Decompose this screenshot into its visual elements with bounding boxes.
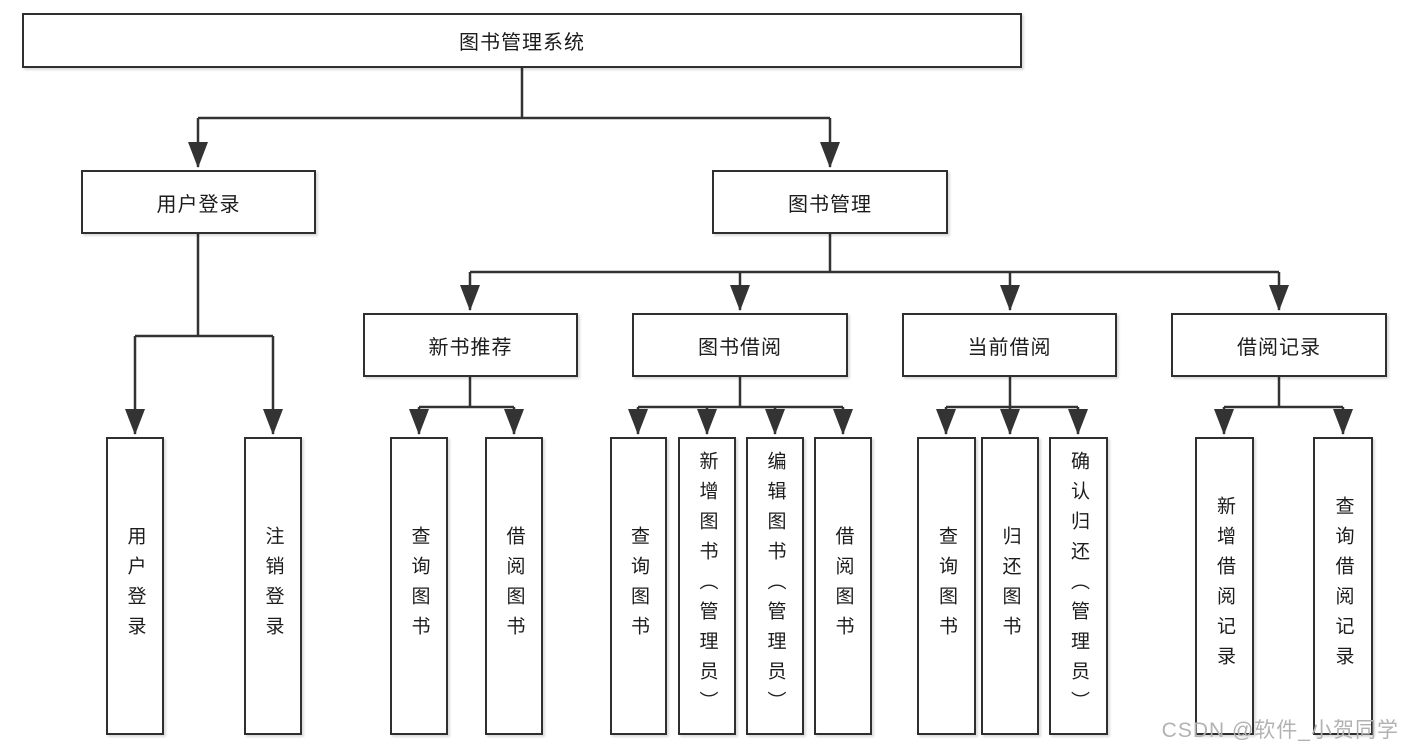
leaf-query-borrow-record: 查询借阅记录: [1313, 437, 1373, 735]
leaf-query-books-borrowing: 查询图书: [610, 437, 667, 735]
node-current-borrowing: 当前借阅: [902, 313, 1117, 377]
leaf-query-books-borrowing-label: 查询图书: [628, 526, 649, 646]
watermark: CSDN @软件_小贺同学: [1161, 719, 1399, 742]
node-user-login-label: 用户登录: [156, 193, 241, 216]
node-new-book-recommendation-label: 新书推荐: [428, 336, 513, 359]
leaf-borrow-books-borrowing: 借阅图书: [814, 437, 872, 735]
node-book-borrowing-label: 图书借阅: [698, 336, 782, 359]
leaf-add-book-admin-label: 新增图书（管理员）: [696, 451, 718, 721]
node-library-system: 图书管理系统: [22, 13, 1022, 68]
leaf-edit-book-admin: 编辑图书（管理员）: [746, 437, 804, 735]
tree-rails: [135, 68, 1343, 409]
node-current-borrowing-label: 当前借阅: [967, 336, 1052, 359]
leaf-logout-label: 注销登录: [262, 526, 284, 646]
leaf-add-borrow-record: 新增借阅记录: [1195, 437, 1254, 735]
node-library-system-label: 图书管理系统: [459, 32, 585, 54]
leaf-return-book-label: 归还图书: [999, 526, 1021, 646]
node-new-book-recommendation: 新书推荐: [363, 313, 578, 377]
leaf-confirm-return-admin: 确认归还（管理员）: [1049, 437, 1108, 735]
leaf-query-books-recommend-label: 查询图书: [408, 526, 430, 646]
node-book-management: 图书管理: [712, 170, 948, 234]
node-borrowing-records: 借阅记录: [1171, 313, 1387, 377]
leaf-borrow-books-recommend-label: 借阅图书: [503, 526, 525, 646]
leaf-add-book-admin: 新增图书（管理员）: [678, 437, 736, 735]
node-book-management-label: 图书管理: [788, 193, 872, 216]
leaf-user-login: 用户登录: [106, 437, 164, 735]
leaf-edit-book-admin-label: 编辑图书（管理员）: [764, 451, 786, 721]
node-book-borrowing: 图书借阅: [632, 313, 848, 377]
leaf-logout: 注销登录: [244, 437, 302, 735]
leaf-add-borrow-record-label: 新增借阅记录: [1214, 496, 1235, 676]
leaf-query-books-current: 查询图书: [917, 437, 976, 735]
leaf-query-borrow-record-label: 查询借阅记录: [1332, 496, 1354, 676]
tree-arrows: [125, 118, 1353, 435]
leaf-query-books-current-label: 查询图书: [936, 526, 957, 646]
leaf-borrow-books-recommend: 借阅图书: [485, 437, 543, 735]
leaf-query-books-recommend: 查询图书: [390, 437, 448, 735]
leaf-user-login-label: 用户登录: [124, 526, 146, 646]
leaf-confirm-return-admin-label: 确认归还（管理员）: [1068, 451, 1089, 721]
leaf-borrow-books-borrowing-label: 借阅图书: [832, 526, 854, 646]
leaf-return-book: 归还图书: [981, 437, 1039, 735]
node-user-login: 用户登录: [81, 170, 316, 234]
node-borrowing-records-label: 借阅记录: [1237, 336, 1321, 359]
